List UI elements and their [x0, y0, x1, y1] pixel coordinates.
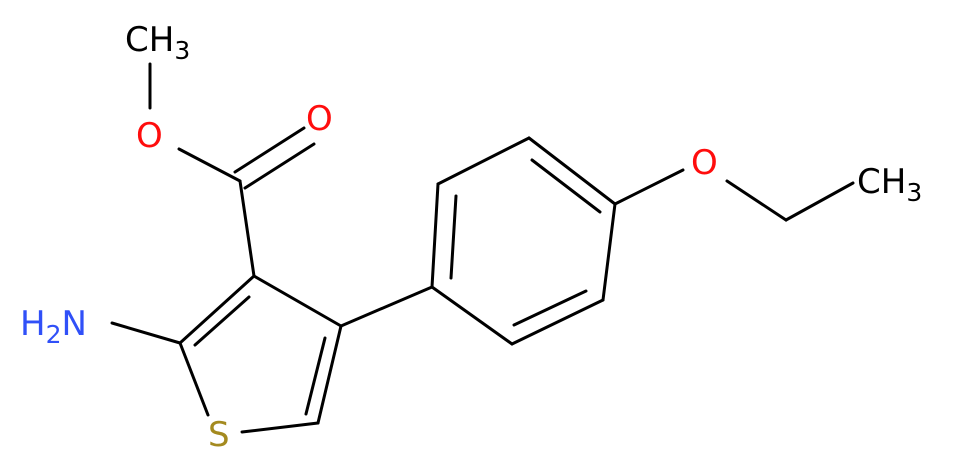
- bond-ph4-ph5: [601, 202, 617, 302]
- bond-carbonyl-double-b: [243, 142, 316, 190]
- bond-ph3-ph4: [527, 136, 617, 206]
- bond-ch2-ch3: [784, 181, 855, 222]
- bond-ph5-ph6-inner: [512, 289, 588, 327]
- methyl-label: CH3: [125, 20, 190, 65]
- bond-ph1-ph2-inner: [449, 194, 458, 280]
- bond-carbonyl-c3: [238, 179, 256, 278]
- bond-c4-c5-inner: [304, 336, 327, 416]
- bond-carbonyl-double-a: [233, 126, 306, 174]
- bond-c3-c2-double: [178, 274, 256, 345]
- sulfur-label: S: [208, 415, 230, 455]
- bond-c3-c4: [252, 274, 343, 328]
- bond-ph2-ph3: [436, 136, 531, 186]
- bond-s-c2: [178, 341, 210, 417]
- bond-o-ester-carbonyl-c: [177, 147, 242, 183]
- ester-oxygen-label: O: [136, 116, 163, 156]
- bond-c2-nh2: [110, 321, 182, 345]
- bond-c4-phenyl: [339, 285, 434, 328]
- ethyl-methyl-label: CH3: [857, 162, 922, 207]
- amine-label: H2N: [20, 304, 87, 349]
- ether-oxygen-label: O: [691, 143, 718, 183]
- bond-ph4-o-ether: [613, 168, 685, 206]
- bond-ph5-ph6: [510, 298, 605, 346]
- bond-c4-c5-double: [316, 324, 343, 425]
- bond-c5-s: [240, 421, 320, 434]
- carbonyl-oxygen-label: O: [306, 99, 333, 139]
- bond-ph1-ph2: [430, 182, 440, 289]
- bond-c3-c2-inner: [193, 295, 251, 347]
- bond-o-ether-ch2: [725, 179, 788, 222]
- bond-ph6-ph1: [430, 285, 514, 346]
- bond-ph3-ph4-inner: [530, 158, 602, 214]
